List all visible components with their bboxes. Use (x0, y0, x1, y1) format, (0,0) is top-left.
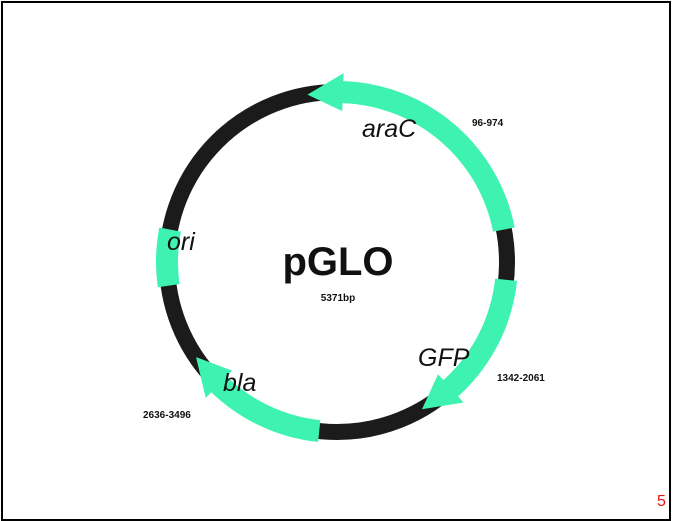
gfp-label: GFP (418, 344, 470, 372)
arac-feature-arrow (307, 73, 515, 232)
bla-range: 2636-3496 (143, 410, 191, 421)
arac-label: araC (362, 115, 417, 143)
plasmid-name: pGLO (282, 240, 393, 284)
ori-feature-block (156, 227, 181, 288)
bla-label: bla (223, 369, 256, 397)
arac-range: 96-974 (472, 118, 504, 129)
ori-label: ori (167, 228, 196, 256)
bla-feature-arrow (196, 357, 321, 443)
plasmid-size: 5371bp (321, 293, 355, 304)
page-number: 5 (657, 493, 666, 510)
plasmid-map: araC GFP bla ori 96-974 1342-2061 2636-3… (143, 73, 545, 443)
gfp-range: 1342-2061 (497, 373, 545, 384)
gfp-feature-arrow (422, 278, 518, 410)
